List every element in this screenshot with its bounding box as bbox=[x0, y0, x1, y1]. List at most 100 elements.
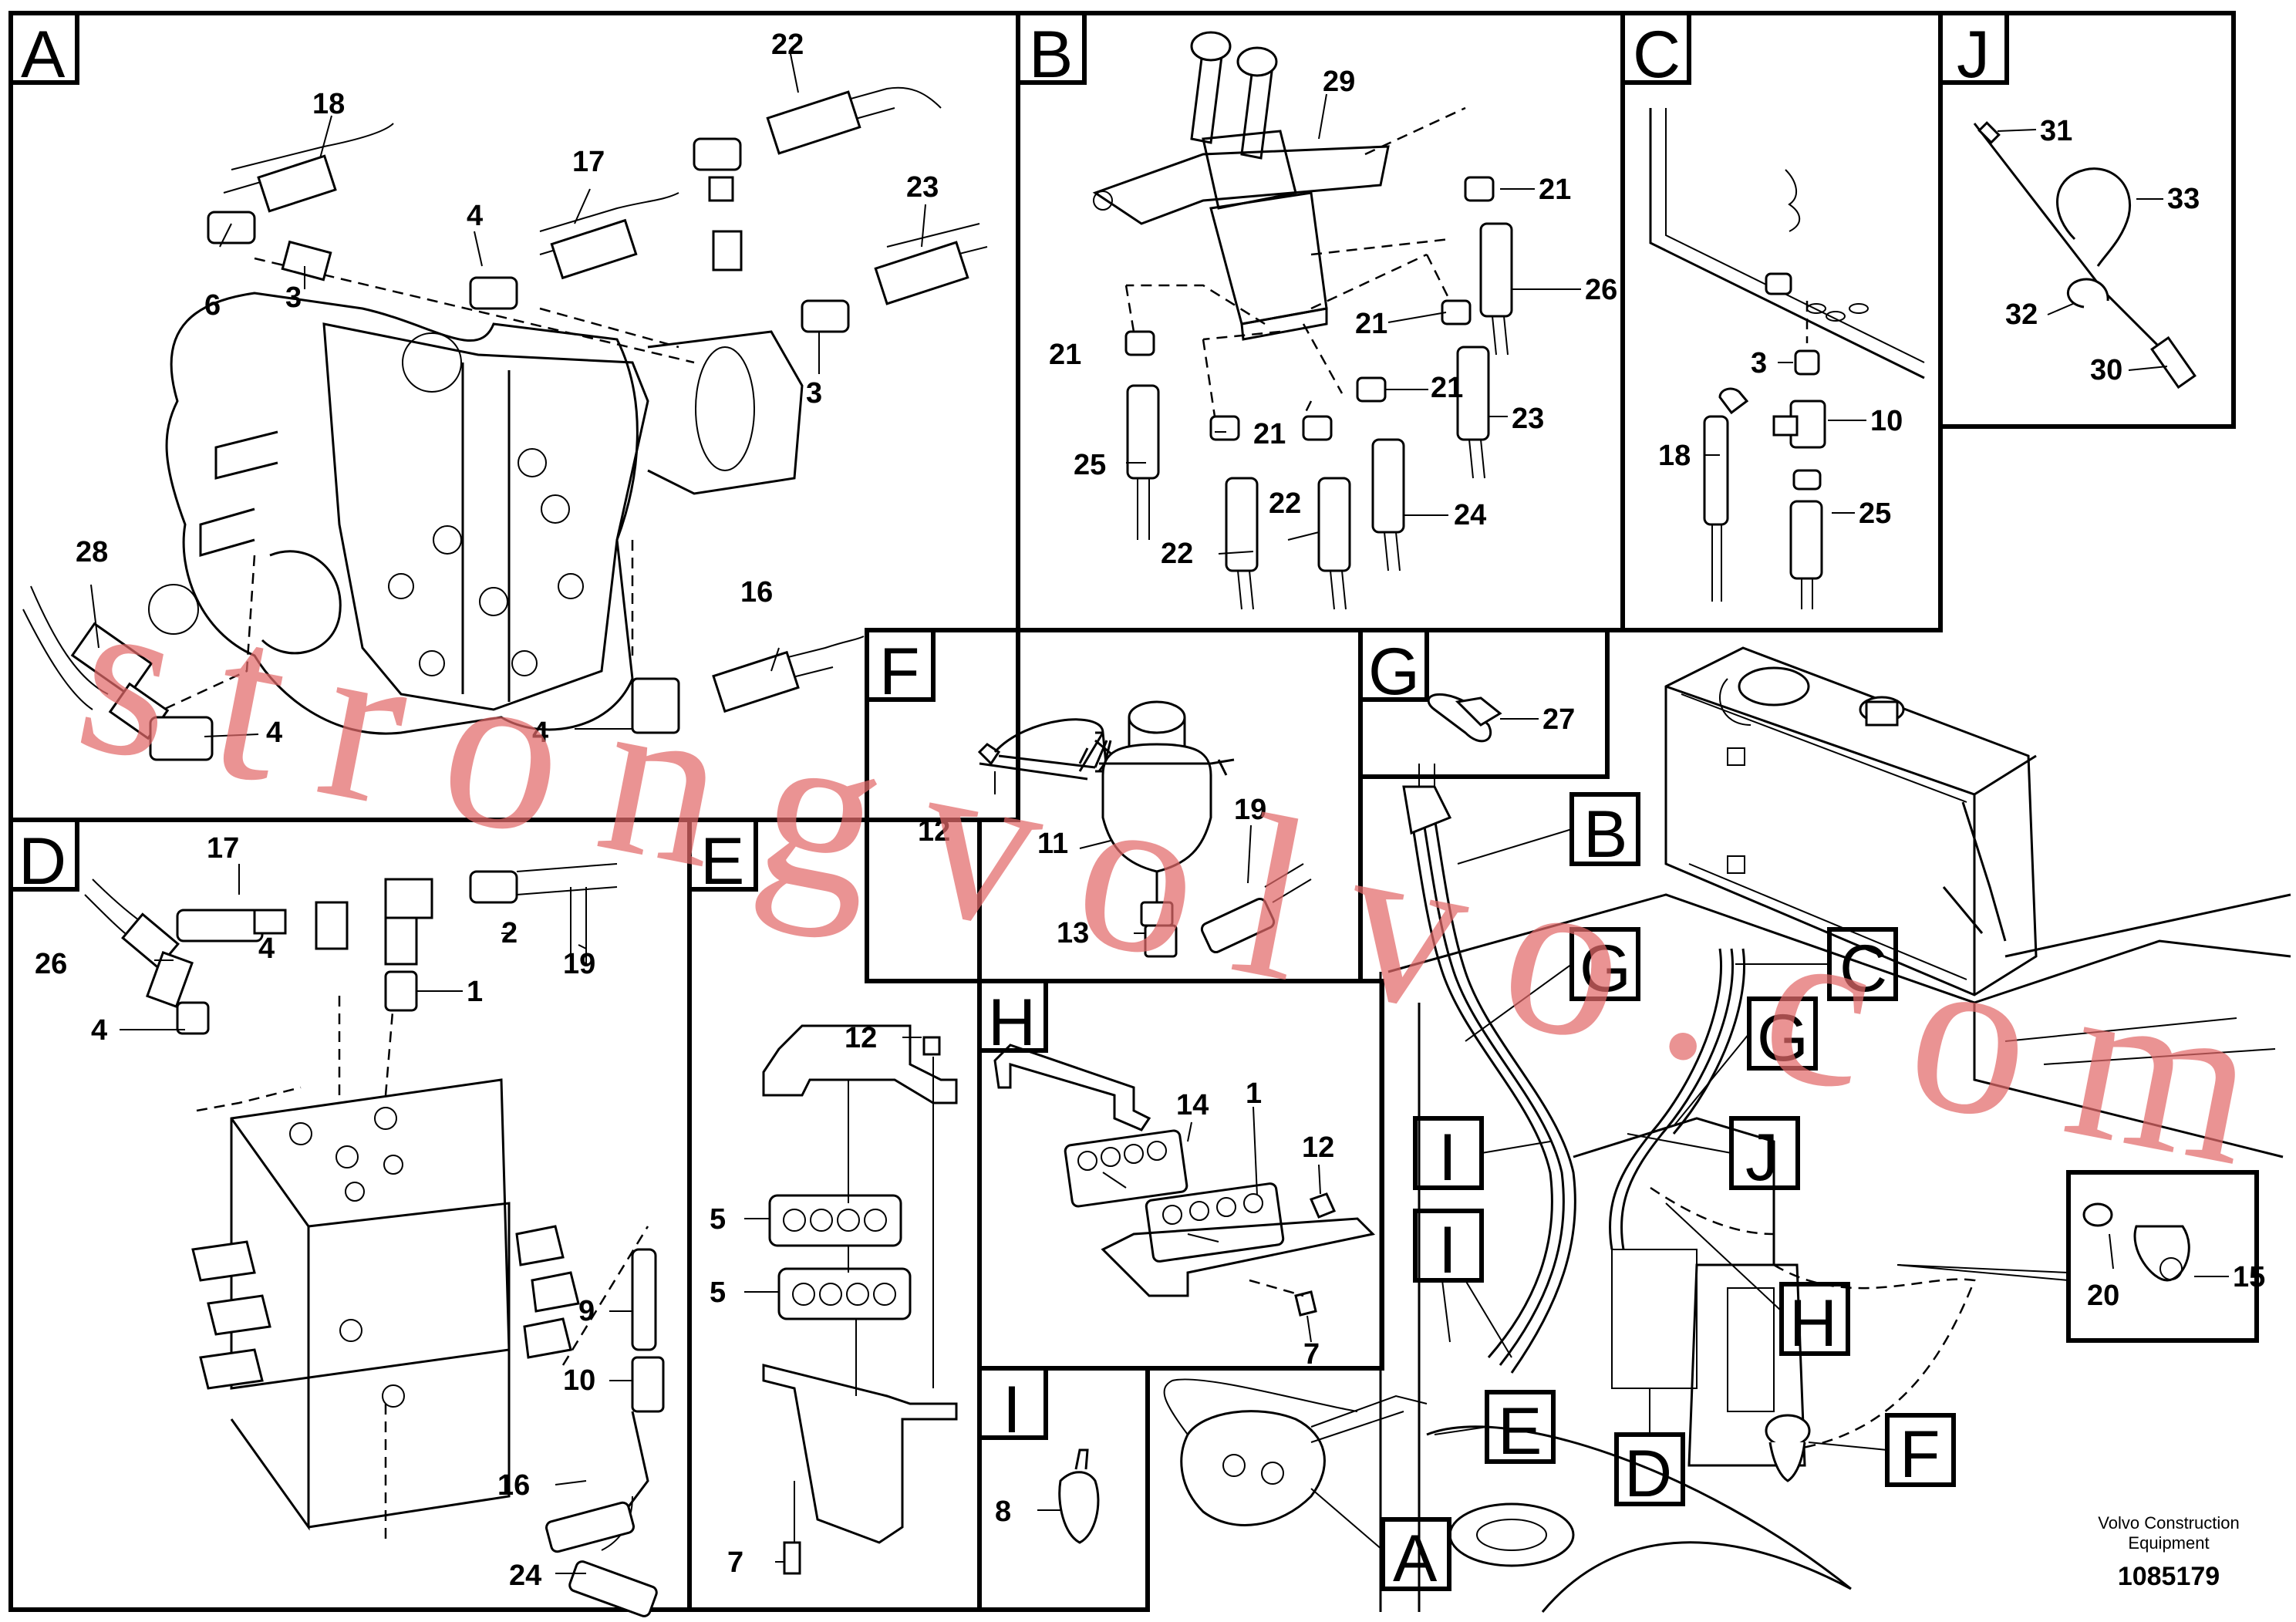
panel-c-frame bbox=[1620, 11, 1943, 632]
overview-tag-e: E bbox=[1498, 1394, 1542, 1469]
panel-f-letter: F bbox=[879, 635, 920, 709]
panel-j-frame bbox=[1938, 11, 2236, 429]
callout: 8 bbox=[995, 1496, 1011, 1528]
panel-e-letter: E bbox=[700, 824, 744, 899]
overview-tag-j: J bbox=[1745, 1121, 1778, 1195]
callout: 23 bbox=[906, 171, 939, 204]
callout: 12 bbox=[918, 815, 950, 848]
callout: 31 bbox=[2040, 115, 2072, 147]
panel-f-callouts: 12 11 19 13 bbox=[918, 794, 1266, 949]
callout: 26 bbox=[35, 948, 67, 980]
panel-i-callouts: 8 bbox=[995, 1496, 1011, 1528]
overview-tag-d: D bbox=[1624, 1437, 1672, 1511]
overview-callouts: 20 15 bbox=[2087, 1261, 2265, 1312]
callout: 27 bbox=[1542, 703, 1575, 736]
panel-tags: A B C J D E F G H I bbox=[8, 11, 2009, 1447]
panel-d-letter: D bbox=[19, 824, 66, 899]
panel-h-letter: H bbox=[988, 986, 1036, 1060]
callout: 32 bbox=[2005, 298, 2038, 331]
panel-b-drawing bbox=[1092, 31, 1581, 610]
overview-drawing bbox=[1163, 646, 2291, 1613]
callout: 15 bbox=[2233, 1261, 2265, 1293]
callout: 4 bbox=[266, 717, 282, 749]
callout: 3 bbox=[285, 282, 302, 314]
callout: 22 bbox=[771, 29, 804, 61]
panel-d-drawing bbox=[84, 863, 665, 1617]
callout: 5 bbox=[710, 1203, 726, 1236]
panel-g-letter: G bbox=[1368, 635, 1420, 709]
panel-b-callouts: 29 21 26 21 21 21 21 23 25 22 24 22 bbox=[1049, 66, 1617, 570]
overview-tag-a: A bbox=[1393, 1522, 1438, 1596]
callout: 17 bbox=[207, 832, 239, 865]
callout: 24 bbox=[509, 1560, 541, 1592]
callout: 7 bbox=[1303, 1338, 1320, 1371]
panel-e-callouts: 12 5 5 7 bbox=[710, 1022, 877, 1579]
callout: 33 bbox=[2167, 183, 2200, 215]
callout: 9 bbox=[578, 1295, 595, 1327]
panel-f-drawing bbox=[977, 700, 1312, 958]
callout: 4 bbox=[467, 200, 483, 232]
overview-tags: B G C G I J I H E D F A bbox=[1310, 792, 1956, 1596]
callout: 12 bbox=[1302, 1131, 1334, 1164]
callout: 3 bbox=[1751, 347, 1767, 379]
panel-a-callouts: 22 18 17 23 4 6 3 3 28 16 4 4 bbox=[76, 29, 939, 749]
callout: 26 bbox=[1585, 274, 1617, 306]
panel-frames bbox=[8, 11, 2236, 1612]
callout: 16 bbox=[497, 1469, 530, 1502]
title-block: Volvo Construction Equipment 1085179 bbox=[2098, 1513, 2239, 1591]
panel-d-frame bbox=[8, 818, 692, 1612]
callout: 22 bbox=[1269, 487, 1301, 520]
panel-g-drawing bbox=[1427, 693, 1539, 743]
callout: 21 bbox=[1355, 308, 1387, 340]
callout: 3 bbox=[806, 377, 822, 410]
callout: 6 bbox=[204, 289, 221, 322]
callout: 7 bbox=[727, 1546, 743, 1579]
callout: 10 bbox=[563, 1364, 595, 1397]
panel-h-callouts: 14 1 12 7 bbox=[1176, 1077, 1334, 1371]
callout: 11 bbox=[1037, 828, 1068, 860]
panel-a-drawing bbox=[22, 53, 988, 761]
overview-tag-g: G bbox=[1580, 932, 1631, 1006]
company-line-2: Equipment bbox=[2128, 1533, 2209, 1553]
callout: 14 bbox=[1176, 1089, 1209, 1121]
company-line-1: Volvo Construction bbox=[2098, 1513, 2239, 1533]
callout: 19 bbox=[1234, 794, 1266, 826]
callout: 21 bbox=[1049, 339, 1081, 371]
callout: 18 bbox=[1658, 440, 1691, 472]
callout: 22 bbox=[1161, 538, 1193, 570]
callout: 25 bbox=[1074, 449, 1106, 481]
overview-tag-i2: I bbox=[1438, 1213, 1457, 1287]
callout: 25 bbox=[1859, 497, 1891, 530]
panel-c-letter: C bbox=[1633, 18, 1681, 92]
drawing-number: 1085179 bbox=[2118, 1562, 2220, 1591]
callout: 23 bbox=[1512, 403, 1544, 435]
callout: 16 bbox=[740, 576, 773, 609]
callout: 4 bbox=[91, 1014, 107, 1047]
callout: 1 bbox=[1246, 1077, 1262, 1110]
callout: 29 bbox=[1323, 66, 1355, 98]
overview-tag-g2: G bbox=[1757, 1001, 1809, 1075]
callout: 1 bbox=[467, 976, 483, 1008]
overview-tag-b: B bbox=[1583, 798, 1627, 872]
overview-tag-i: I bbox=[1438, 1121, 1457, 1195]
panel-j-callouts: 31 33 32 30 bbox=[2005, 115, 2200, 386]
callout: 4 bbox=[532, 717, 548, 749]
callout: 4 bbox=[258, 932, 275, 965]
callout: 21 bbox=[1431, 372, 1463, 404]
panel-a-letter: A bbox=[21, 18, 66, 92]
callout: 19 bbox=[563, 948, 595, 980]
callout: 13 bbox=[1057, 917, 1089, 949]
callout: 28 bbox=[76, 536, 108, 568]
callout: 30 bbox=[2090, 354, 2122, 386]
overview-tag-h: H bbox=[1789, 1286, 1837, 1361]
panel-i-drawing bbox=[1037, 1448, 1100, 1544]
overview-tag-c: C bbox=[1839, 932, 1887, 1006]
callout: 21 bbox=[1253, 418, 1286, 450]
callout: 18 bbox=[312, 88, 345, 120]
panel-i-frame bbox=[977, 1366, 1150, 1612]
callout: 21 bbox=[1539, 174, 1571, 206]
callout: 2 bbox=[501, 917, 518, 949]
panel-b-letter: B bbox=[1029, 18, 1073, 92]
panel-c-callouts: 3 10 18 25 bbox=[1658, 347, 1903, 530]
